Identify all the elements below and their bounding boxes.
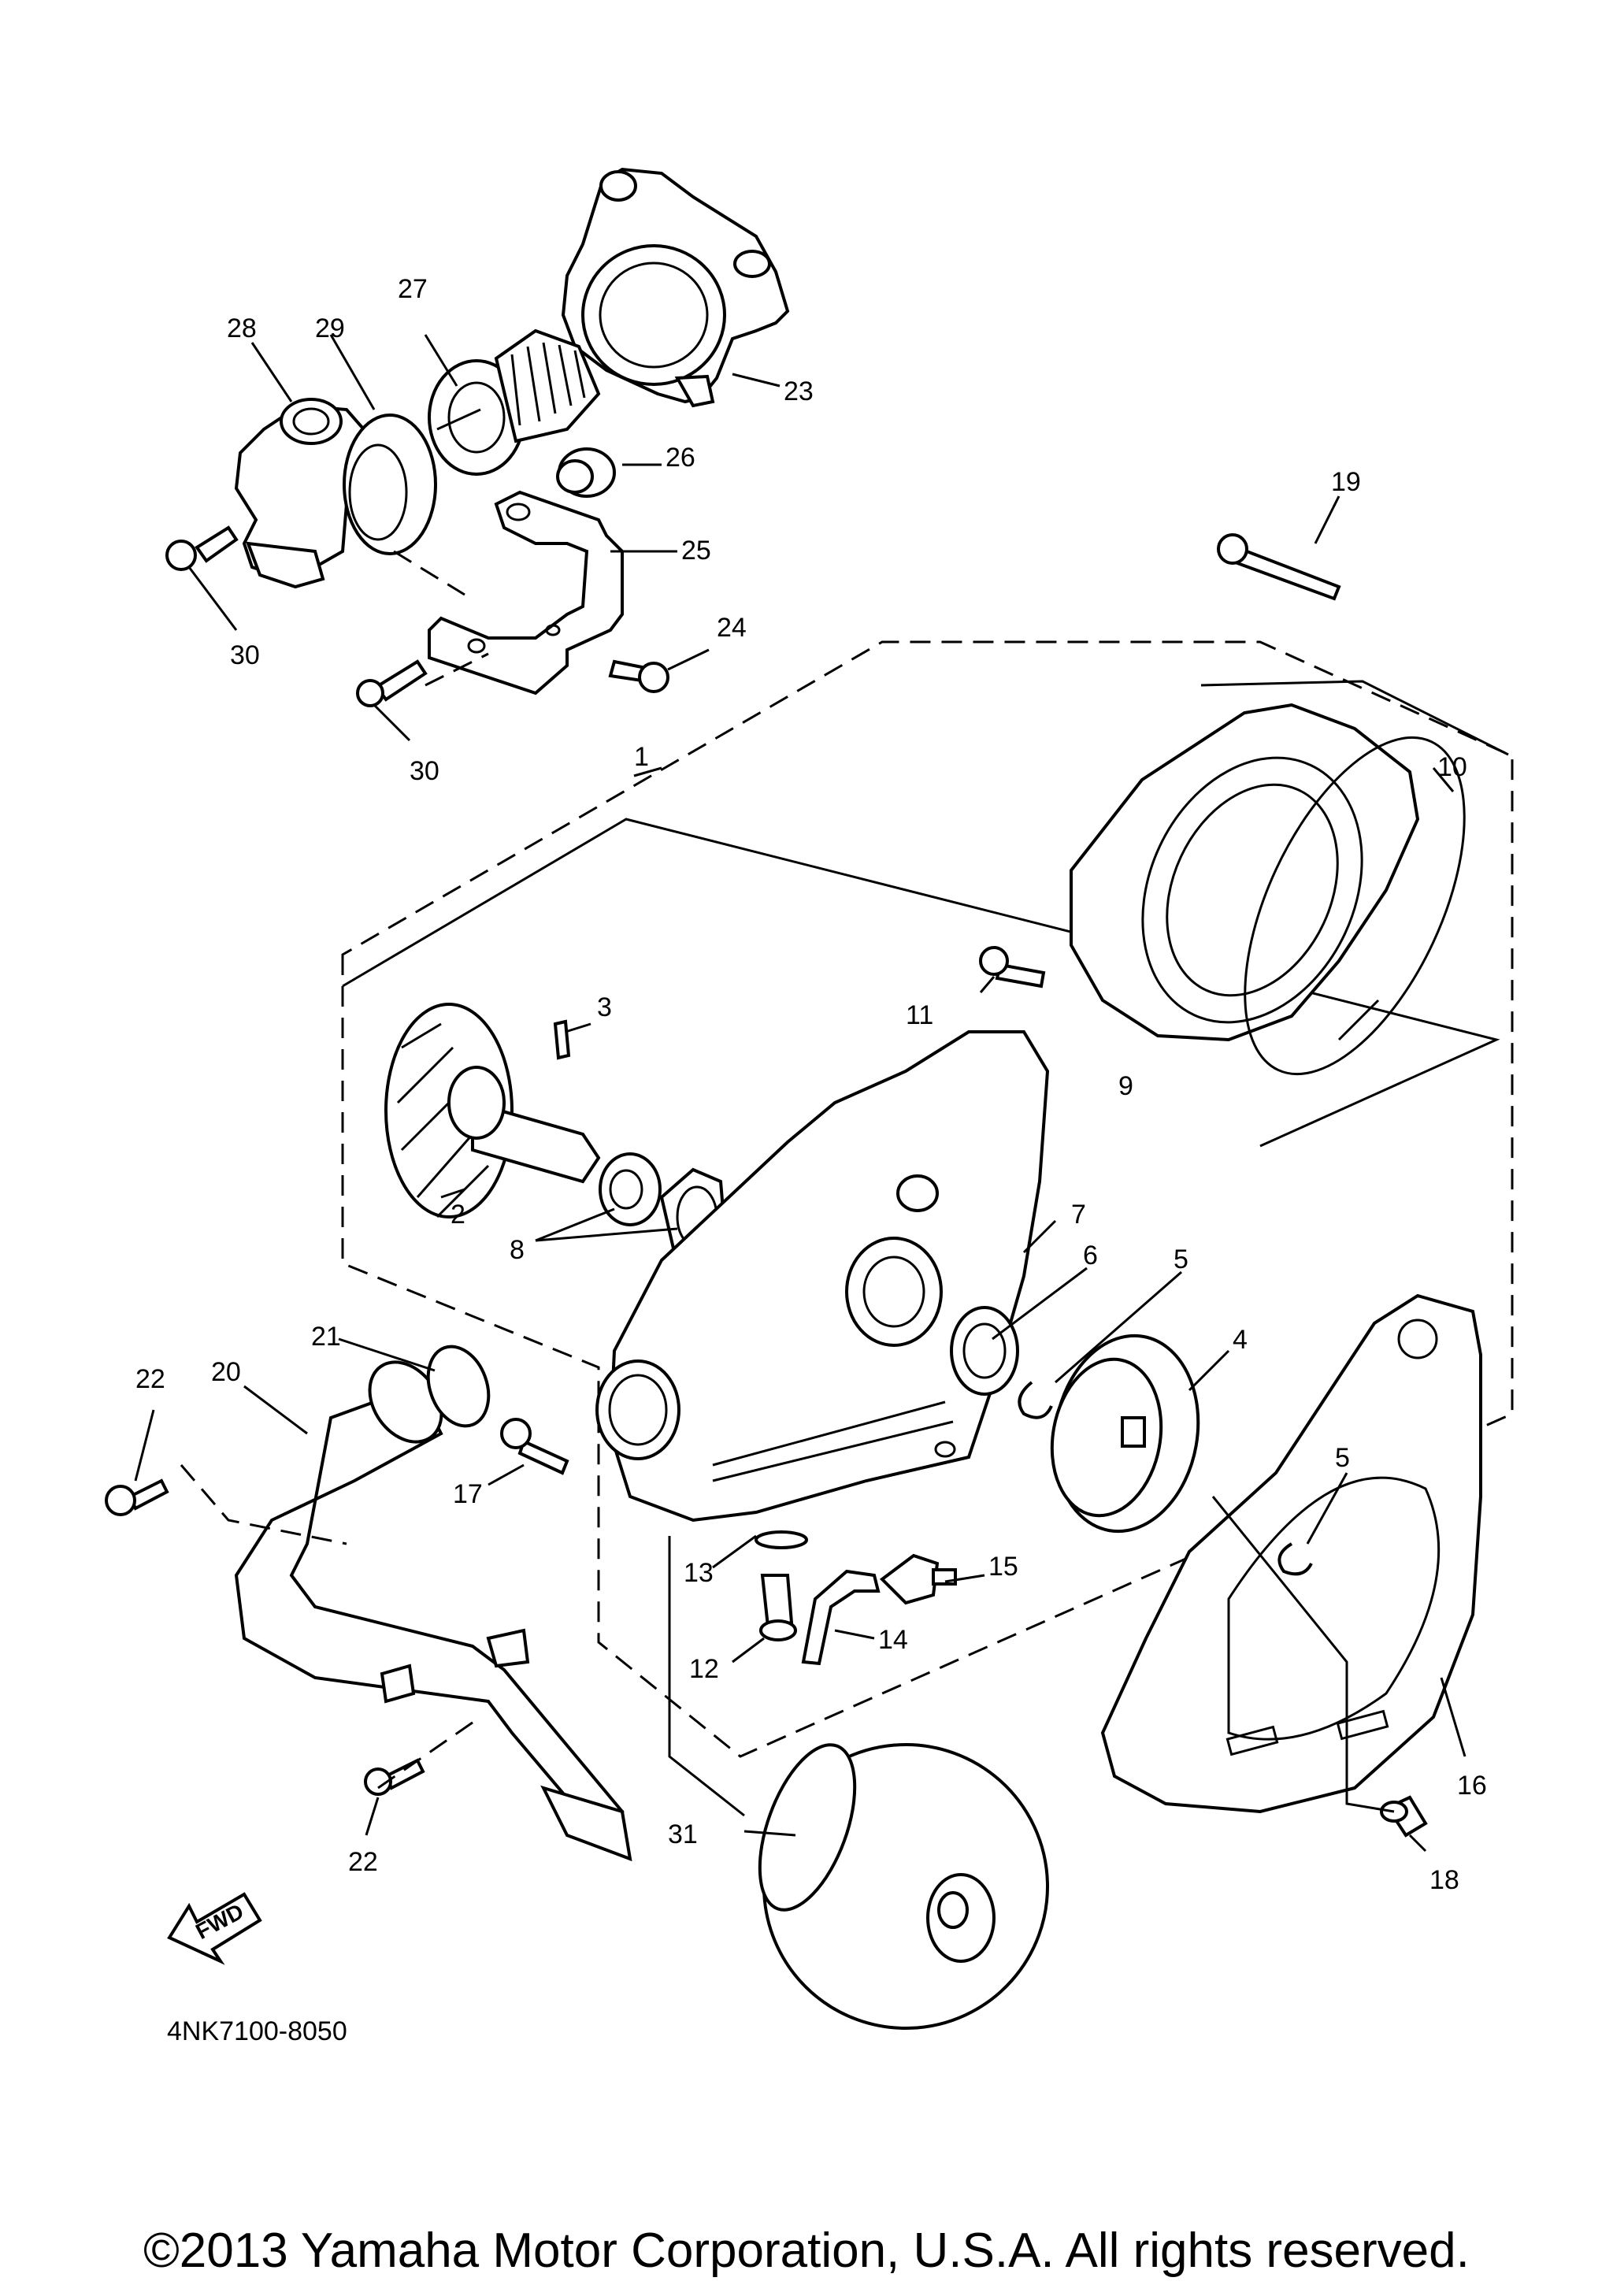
bolt-19: [1217, 533, 1341, 601]
callout-7: 7: [1071, 1200, 1086, 1230]
callout-labels: 27 28 29 23 26 25 24 30 30 19 1 10 11 9 …: [135, 274, 1487, 1895]
water-pump-housing: [595, 1030, 1050, 1523]
impeller-2: [384, 1003, 601, 1218]
callout-30-upper: 30: [230, 640, 260, 670]
thermostat-cover-23: [561, 167, 790, 408]
callout-31: 31: [668, 1819, 698, 1849]
callout-1: 1: [634, 742, 649, 772]
callout-3: 3: [597, 992, 612, 1022]
callout-6: 6: [1083, 1241, 1098, 1270]
bracket-25: [428, 490, 624, 695]
copyright-notice: ©2013 Yamaha Motor Corporation, U.S.A. A…: [143, 2224, 1470, 2278]
bolt-30-lower: [356, 659, 428, 707]
callout-9: 9: [1118, 1071, 1133, 1101]
callout-29: 29: [315, 313, 345, 343]
callout-8: 8: [510, 1235, 525, 1265]
gasket-10: [1244, 736, 1466, 1076]
callout-27: 27: [398, 274, 428, 304]
pump-cover-9: [1070, 703, 1420, 1042]
bolt-22-lower: [364, 1758, 425, 1796]
callout-28: 28: [227, 313, 257, 343]
fitting-15: [879, 1553, 957, 1605]
callout-19: 19: [1331, 467, 1361, 497]
callout-10: 10: [1437, 752, 1467, 782]
bolt-22-left: [105, 1478, 169, 1516]
callout-12: 12: [689, 1654, 719, 1684]
assembly-1-inner-frame-2: [1200, 680, 1509, 756]
o-ring-26: [556, 447, 616, 498]
callout-23: 23: [784, 376, 814, 406]
bolt-24: [608, 659, 669, 693]
callout-15: 15: [988, 1552, 1018, 1582]
callout-24: 24: [717, 613, 747, 643]
gear-31: [758, 1743, 1049, 2030]
o-ring-21: [426, 1345, 491, 1428]
callout-18: 18: [1429, 1865, 1459, 1895]
drain-bolt-12: [759, 1574, 797, 1641]
bolt-11: [979, 946, 1046, 989]
callout-14: 14: [878, 1625, 908, 1655]
callout-5-upper: 5: [1174, 1244, 1188, 1274]
callout-30-lower: 30: [410, 756, 439, 786]
pin-3: [553, 1019, 571, 1060]
callout-20: 20: [211, 1357, 241, 1387]
callout-22-lower: 22: [348, 1847, 378, 1877]
circlip-5-upper: [1018, 1381, 1053, 1419]
dowel-18: [1380, 1795, 1428, 1838]
water-pipe-20: [234, 1360, 632, 1862]
callout-17: 17: [453, 1479, 483, 1509]
thermostat-housing-28: [234, 398, 376, 589]
gear-4: [1050, 1333, 1200, 1534]
bolt-30-upper: [165, 525, 239, 571]
callout-22-left: 22: [135, 1364, 165, 1394]
drawing-code: 4NK7100-8050: [167, 2016, 347, 2046]
fwd-arrow-icon: FWD: [167, 1892, 262, 1965]
callout-5-lower: 5: [1335, 1443, 1350, 1473]
callout-21: 21: [311, 1322, 341, 1352]
callout-25: 25: [681, 536, 711, 566]
assembly-1-inner-frame: [342, 818, 1500, 1148]
callout-16: 16: [1457, 1771, 1487, 1801]
assembly-1-dashed-outline: [341, 640, 1514, 1758]
callout-11: 11: [906, 1000, 933, 1030]
circlip-5-lower: [1277, 1542, 1313, 1576]
callout-2: 2: [451, 1200, 465, 1230]
hose-14: [801, 1569, 881, 1666]
callout-4: 4: [1233, 1325, 1248, 1355]
gasket-29: [343, 414, 437, 555]
callout-13: 13: [684, 1558, 714, 1588]
washer-13: [755, 1530, 808, 1549]
leader-lines: [134, 334, 1467, 1853]
callout-26: 26: [666, 443, 695, 473]
bolt-17: [500, 1418, 569, 1475]
thermostat-27: [428, 328, 601, 476]
